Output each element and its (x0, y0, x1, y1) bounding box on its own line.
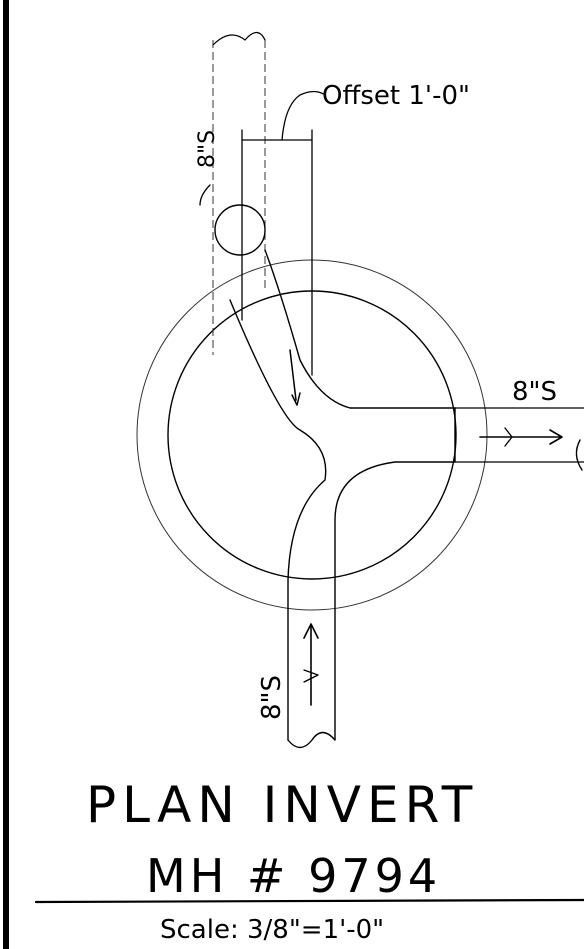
pipe-top-leader (199, 184, 211, 206)
offset-dimension (241, 90, 326, 376)
pipe-top-label: 8"S (195, 130, 220, 168)
pipe-right-label: 8"S (512, 377, 557, 407)
flow-arrow-upper (289, 349, 301, 406)
flow-arrow-bottom (303, 623, 319, 706)
scale-note: Scale: 3/8"=1'-0" (160, 915, 384, 945)
channel-invert (229, 249, 584, 741)
title-line-2: MH # 9794 (146, 849, 441, 903)
offset-label: Offset 1'-0" (322, 81, 470, 111)
pipe-bottom-label: 8"S (257, 675, 287, 720)
title-underline (34, 898, 584, 904)
flow-arrow-right (479, 427, 563, 447)
pipe-bottom-break (287, 731, 336, 749)
pipe-top-circle (214, 204, 266, 256)
title-line-1: PLAN INVERT (86, 776, 478, 834)
pipe-top (212, 31, 266, 355)
